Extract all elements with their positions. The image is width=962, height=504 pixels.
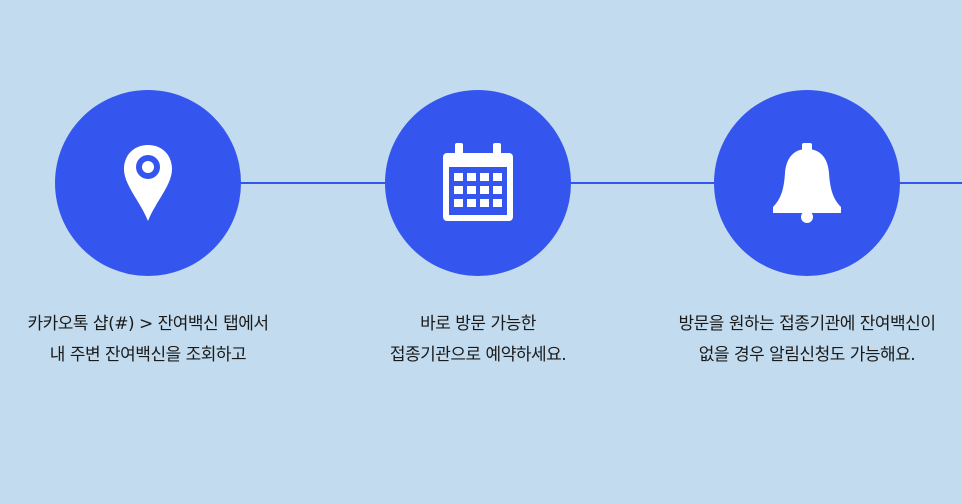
step-1-description: 카카오톡 샵(#) > 잔여백신 탭에서 내 주변 잔여백신을 조회하고: [0, 309, 313, 371]
calendar-icon: [443, 143, 513, 221]
map-pin-icon: [124, 145, 172, 221]
step-2-line-1: 바로 방문 가능한: [420, 314, 536, 334]
bell-icon: [773, 143, 841, 223]
step-3-description: 방문을 원하는 접종기관에 잔여백신이 없을 경우 알림신청도 가능해요.: [642, 309, 962, 371]
step-3-line-2: 없을 경우 알림신청도 가능해요.: [698, 345, 916, 365]
step-1-line-2: 내 주변 잔여백신을 조회하고: [49, 345, 247, 365]
step-2-circle: [385, 90, 571, 276]
step-1-line-1: 카카오톡 샵(#) > 잔여백신 탭에서: [27, 314, 269, 334]
step-2-description: 바로 방문 가능한 접종기관으로 예약하세요.: [313, 309, 643, 371]
step-3-line-1: 방문을 원하는 접종기관에 잔여백신이: [678, 314, 936, 334]
step-1-circle: [55, 90, 241, 276]
step-2-line-2: 접종기관으로 예약하세요.: [389, 345, 567, 365]
step-3-circle: [714, 90, 900, 276]
